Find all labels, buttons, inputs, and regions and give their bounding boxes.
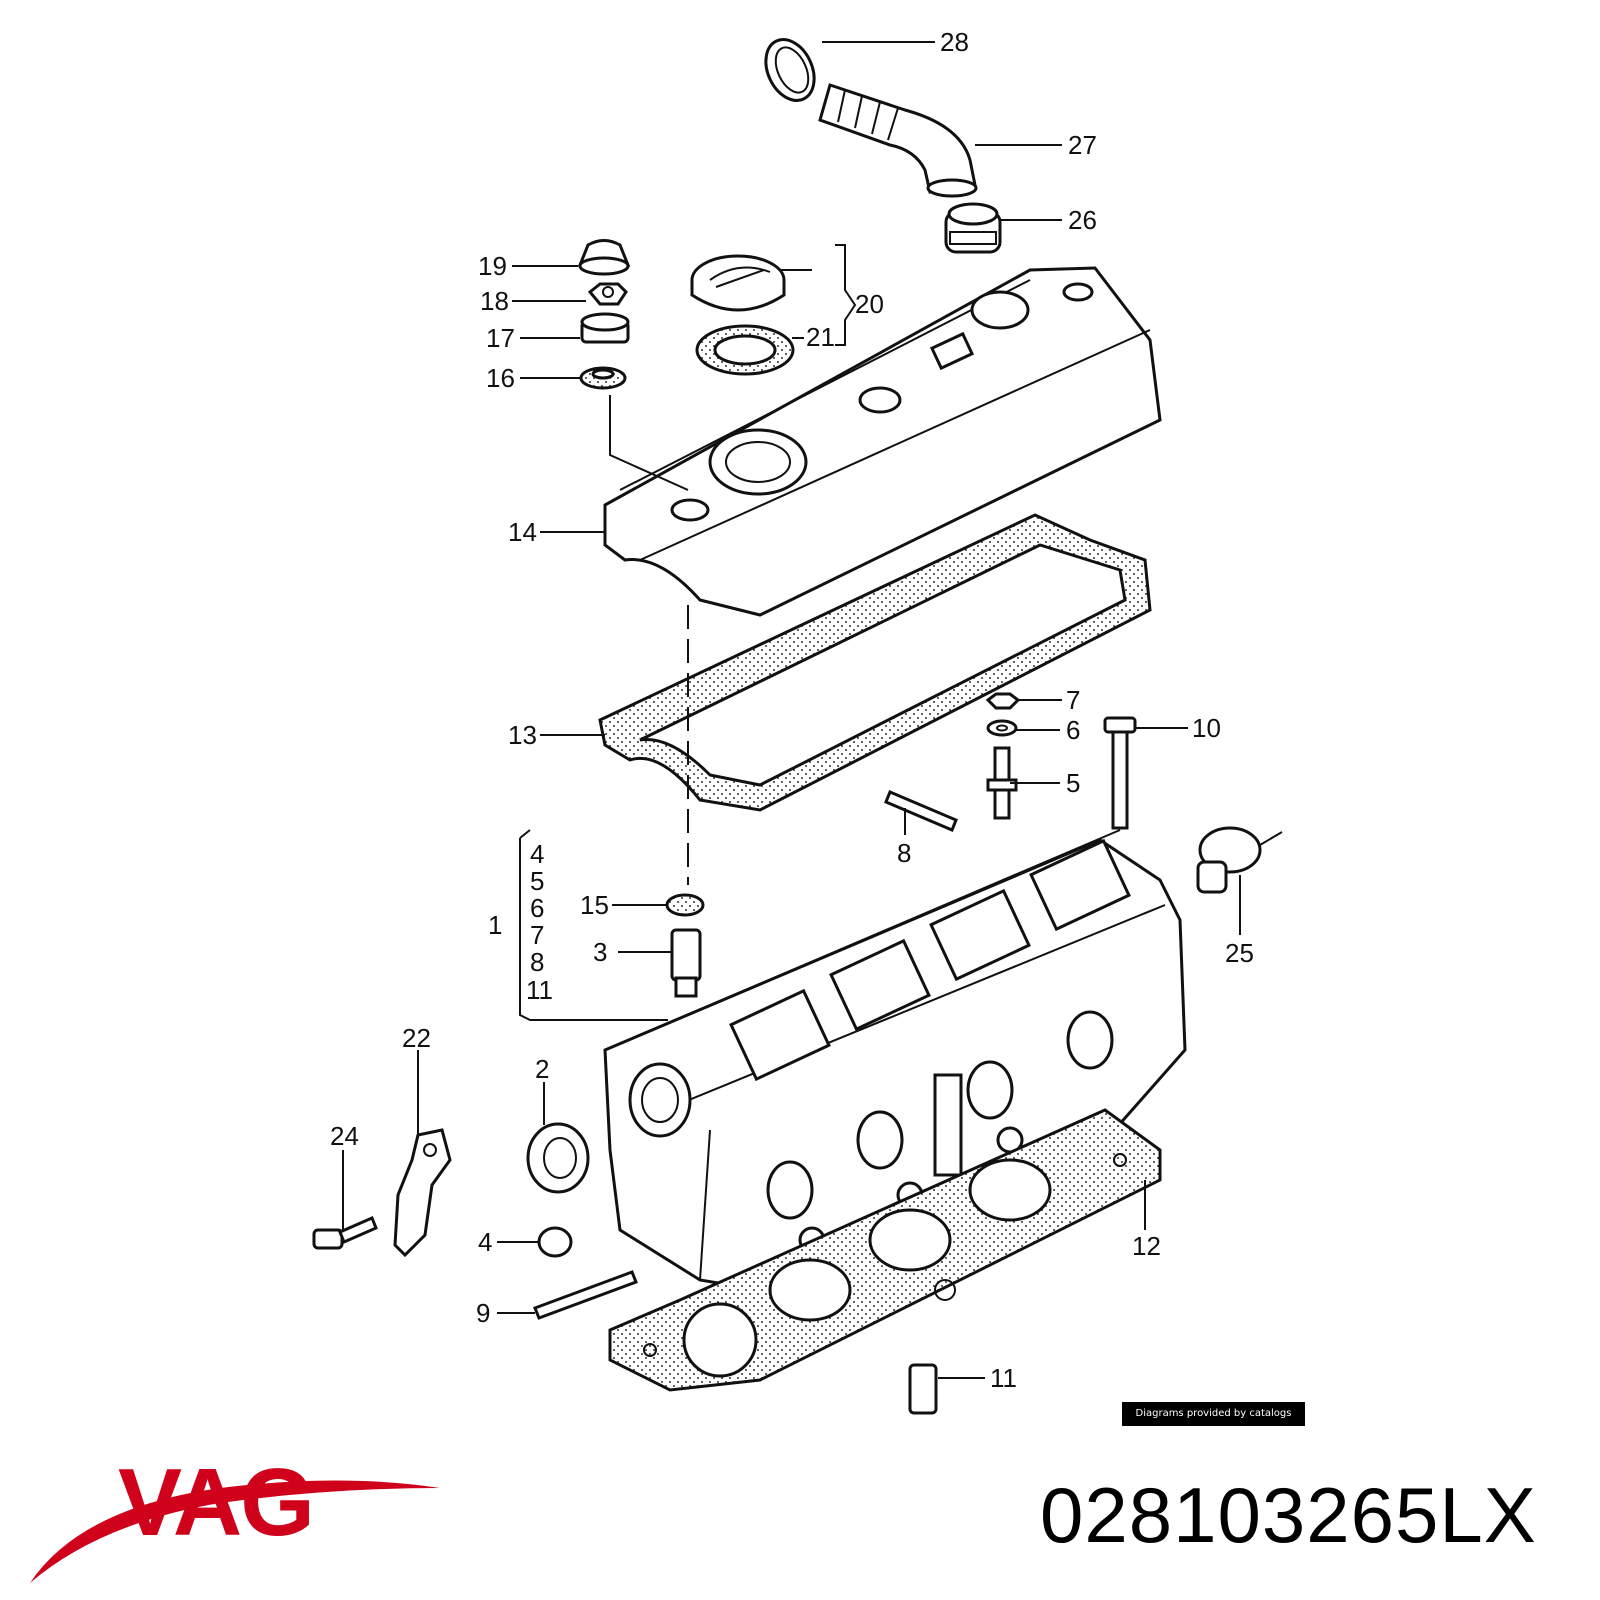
callout-16: 16 bbox=[486, 363, 515, 393]
seal-2-part bbox=[526, 1122, 590, 1194]
guide-3-part bbox=[670, 928, 702, 998]
hose-clamp-part bbox=[764, 38, 816, 102]
callout-24: 24 bbox=[330, 1121, 359, 1151]
callout-2: 2 bbox=[535, 1054, 549, 1084]
head-gasket-part bbox=[608, 1108, 1162, 1392]
callout-15: 15 bbox=[580, 890, 609, 920]
stud-9-part bbox=[533, 1270, 638, 1320]
callout-4: 4 bbox=[478, 1227, 492, 1257]
callout-5: 5 bbox=[1066, 768, 1080, 798]
callout-1: 1 bbox=[488, 910, 502, 940]
callout-22: 22 bbox=[402, 1023, 431, 1053]
group1-item-1: 5 bbox=[530, 866, 544, 896]
callout-9: 9 bbox=[476, 1298, 490, 1328]
part-number: 028103265LX bbox=[1040, 1471, 1537, 1559]
bolt-24-part bbox=[312, 1216, 378, 1250]
cap-part bbox=[577, 239, 631, 276]
group1-item-2: 6 bbox=[530, 893, 544, 923]
breather-hose-part bbox=[818, 83, 978, 198]
group1-item-3: 7 bbox=[530, 920, 544, 950]
callout-6: 6 bbox=[1066, 715, 1080, 745]
valve-cover-gasket-part bbox=[598, 513, 1152, 812]
washer-6-part bbox=[986, 719, 1018, 737]
grommet-15-part bbox=[665, 893, 705, 917]
callout-21: 21 bbox=[806, 322, 835, 352]
bracket-22-part bbox=[393, 1128, 452, 1258]
filler-cap-part bbox=[690, 254, 786, 312]
stud-8-part bbox=[884, 790, 958, 832]
group1-item-0: 4 bbox=[530, 839, 544, 869]
group1-item-5: 11 bbox=[526, 975, 553, 1005]
group1-item-4: 8 bbox=[530, 947, 544, 977]
filler-seal-part bbox=[695, 324, 795, 376]
diagram-credit: Diagrams provided by catalogs parts bbox=[1122, 1402, 1305, 1443]
callout-13: 13 bbox=[508, 720, 537, 750]
callout-18: 18 bbox=[480, 286, 509, 316]
grommet-part bbox=[579, 366, 627, 390]
sensor-part bbox=[1196, 826, 1283, 894]
callout-28: 28 bbox=[940, 27, 969, 57]
callout-20: 20 bbox=[855, 289, 884, 319]
leader-lines bbox=[342, 41, 1241, 1379]
callout-14: 14 bbox=[508, 517, 537, 547]
callout-17: 17 bbox=[486, 323, 515, 353]
bushing-4-part bbox=[537, 1226, 573, 1258]
callout-labels: 28 27 26 19 18 17 16 20 21 14 13 7 6 10 … bbox=[330, 27, 1254, 1393]
callout-3: 3 bbox=[593, 937, 607, 967]
stud-5-part bbox=[986, 746, 1018, 820]
callout-8: 8 bbox=[897, 838, 911, 868]
callout-7: 7 bbox=[1066, 685, 1080, 715]
callout-11: 11 bbox=[990, 1363, 1017, 1393]
callout-26: 26 bbox=[1068, 205, 1097, 235]
spacer-part bbox=[580, 312, 630, 344]
breather-valve-part bbox=[944, 202, 1002, 254]
nut-part bbox=[587, 282, 628, 306]
callout-25: 25 bbox=[1225, 938, 1254, 968]
callout-12: 12 bbox=[1132, 1231, 1161, 1261]
valve-cover-part bbox=[603, 266, 1162, 617]
dowel-11-part bbox=[908, 1363, 938, 1415]
callout-10: 10 bbox=[1192, 713, 1221, 743]
callout-19: 19 bbox=[478, 251, 507, 281]
cylinder-head-part bbox=[603, 829, 1187, 1292]
callout-27: 27 bbox=[1068, 130, 1097, 160]
bolt-10-part bbox=[1103, 716, 1137, 830]
vag-logo-swoosh bbox=[30, 1480, 440, 1583]
nut-7-part bbox=[985, 692, 1021, 710]
brand-logo: VAG bbox=[118, 1449, 315, 1556]
